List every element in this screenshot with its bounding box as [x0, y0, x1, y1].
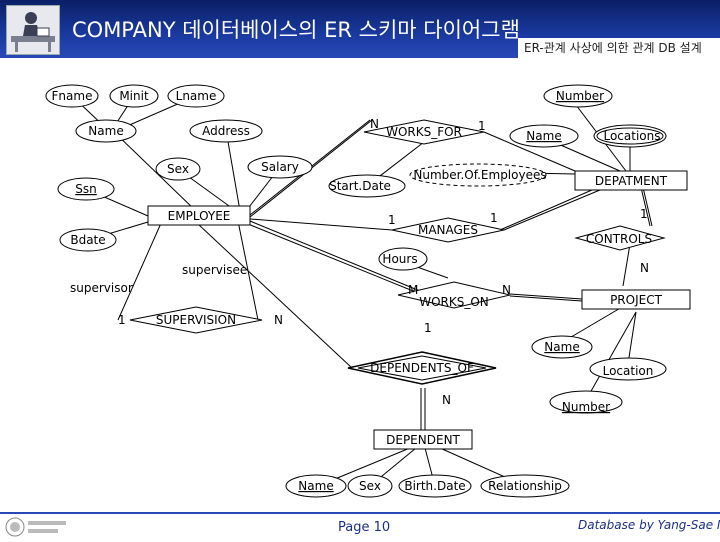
relationship-works-for-label: WORKS_FOR: [386, 125, 462, 139]
attribute-dep-name-label: Name: [298, 479, 333, 493]
attribute-minit-label: Minit: [119, 89, 149, 103]
cardinality-works-for-dept: 1: [478, 119, 486, 133]
attribute-dep-sex-label: Sex: [359, 479, 381, 493]
attribute-proj-number-label: Number: [562, 400, 610, 414]
attribute-salary-label: Salary: [261, 160, 299, 174]
cardinality-works-on-proj: N: [502, 283, 511, 297]
attribute-proj-location-label: Location: [603, 364, 654, 378]
connector-lines: [71, 95, 653, 487]
entity-employee: [147, 205, 251, 226]
relationship-dependents-of-outer: [347, 351, 497, 385]
cardinality-controls-dept: 1: [640, 207, 648, 221]
attribute-lname: [167, 84, 225, 108]
attribute-lname-label: Lname: [176, 89, 217, 103]
relationship-works-on: [397, 281, 511, 309]
attribute-sex: [155, 157, 201, 181]
attribute-dept-locations: [593, 124, 667, 148]
entity-project-label: PROJECT: [610, 293, 663, 307]
attribute-proj-location: [589, 357, 667, 381]
relationship-works-for: [363, 119, 485, 145]
attribute-start-date: [328, 174, 406, 198]
attribute-num-employees: [409, 163, 547, 187]
page-title: COMPANY 데이터베이스의 ER 스키마 다이어그램: [72, 18, 520, 42]
attribute-ssn: [57, 177, 115, 201]
attribute-dep-sex: [347, 474, 393, 498]
attribute-proj-number: [549, 390, 623, 414]
attribute-num-employees-label: Number.Of.Employees: [413, 168, 546, 182]
attribute-dep-relationship: [480, 474, 570, 498]
attribute-dept-name-label: Name: [526, 129, 561, 143]
university-seal-icon: [4, 516, 70, 538]
attribute-dept-name: [509, 124, 579, 148]
attribute-dep-relationship-label: Relationship: [488, 479, 562, 493]
cardinality-works-for-emp: N: [370, 117, 379, 131]
relationship-supervision: [129, 306, 263, 334]
er-diagram: EMPLOYEE DEPATMENT PROJECT DEPENDENT WOR…: [45, 84, 691, 498]
attribute-dep-birthdate-label: Birth.Date: [404, 479, 465, 493]
relationship-controls-label: CONTROLS: [586, 232, 652, 246]
entity-employee-label: EMPLOYEE: [168, 209, 231, 223]
attribute-hours: [378, 247, 428, 271]
entity-department: [574, 170, 688, 191]
role-supervisor: supervisor: [70, 281, 133, 295]
attribute-hours-label: Hours: [382, 252, 417, 266]
attribute-dep-birthdate: [398, 474, 472, 498]
cardinality-dependents-of-emp: 1: [424, 321, 432, 335]
relationship-manages-label: MANAGES: [418, 223, 478, 237]
attribute-address: [189, 119, 263, 143]
attribute-dep-name: [285, 474, 347, 498]
teacher-at-desk-icon: [6, 5, 60, 55]
attribute-dept-number-label: Number: [556, 89, 604, 103]
page-number: Page 10: [338, 520, 391, 535]
attribute-bdate: [59, 228, 117, 252]
footer-divider: [0, 512, 720, 514]
entity-project: [581, 289, 691, 310]
attribute-minit: [109, 84, 159, 108]
relationship-manages: [391, 217, 505, 243]
relationship-works-on-label: WORKS_ON: [419, 295, 489, 309]
cardinality-manages-dept: 1: [490, 211, 498, 225]
attribute-proj-name: [531, 335, 593, 359]
attribute-start-date-label: Start.Date: [329, 179, 391, 193]
entity-dependent-label: DEPENDENT: [386, 433, 460, 447]
cardinality-controls-proj: N: [640, 261, 649, 275]
cardinality-supervision-supervisor: 1: [118, 313, 126, 327]
page-subtitle: ER-관계 사상에 의한 관계 DB 설계: [518, 38, 720, 58]
relationship-controls: [574, 225, 666, 251]
attribute-ssn-label: Ssn: [75, 182, 96, 196]
attribute-emp-name: [75, 119, 137, 143]
attribute-dept-locations-label: Locations: [603, 129, 660, 143]
credit-text: Database by Yang-Sae Moon: [578, 518, 720, 532]
attribute-fname-label: Fname: [52, 89, 93, 103]
title-banner: COMPANY 데이터베이스의 ER 스키마 다이어그램 ER-관계 사상에 의…: [0, 0, 720, 58]
attribute-fname: [45, 84, 99, 108]
cardinality-supervision-supervisee: N: [274, 313, 283, 327]
cardinality-manages-emp: 1: [388, 213, 396, 227]
attribute-address-label: Address: [202, 124, 250, 138]
attribute-salary: [247, 155, 313, 179]
attribute-bdate-label: Bdate: [70, 233, 105, 247]
entity-dependent: [373, 429, 473, 450]
relationship-dependents-of-inner: [357, 355, 487, 381]
cardinality-dependents-of-dep: N: [442, 393, 451, 407]
attribute-dept-number: [543, 84, 613, 108]
role-supervisee: supervisee: [182, 263, 247, 277]
entity-department-label: DEPATMENT: [595, 174, 668, 188]
attribute-proj-name-label: Name: [544, 340, 579, 354]
attribute-emp-name-label: Name: [88, 124, 123, 138]
relationship-dependents-of-label: DEPENDENTS_OF: [370, 361, 474, 375]
attribute-dept-locations-multivalued: [596, 127, 664, 145]
cardinality-works-on-emp: M: [408, 283, 418, 297]
relationship-supervision-label: SUPERVISION: [156, 313, 236, 327]
attribute-sex-label: Sex: [167, 162, 189, 176]
